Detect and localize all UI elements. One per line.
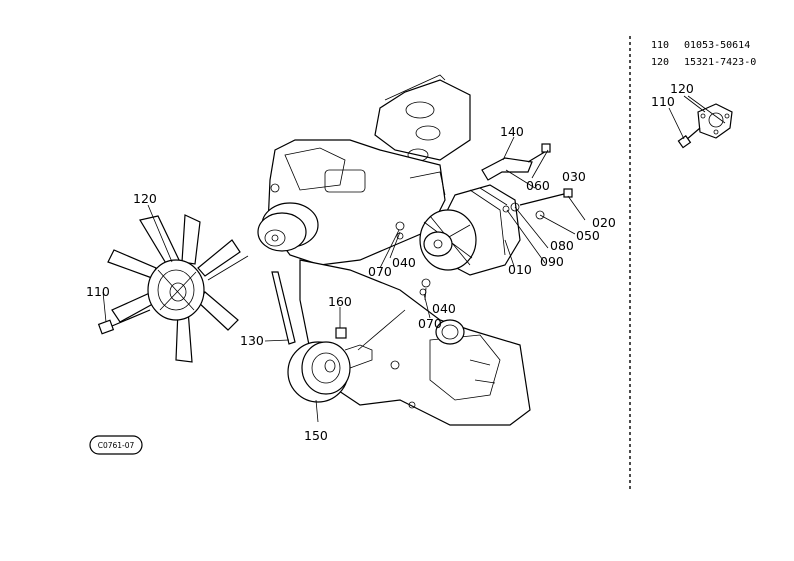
label-030: 030 [562, 169, 586, 184]
label-060: 060 [526, 178, 550, 193]
label-040-upper: 040 [392, 255, 416, 270]
label-120: 120 [133, 191, 157, 206]
label-160: 160 [328, 294, 352, 309]
reference-panel: 110 01053-50614 120 15321-7423-0 120 110 [629, 36, 756, 490]
label-070-upper: 070 [368, 264, 392, 279]
ref-no-120: 120 [651, 57, 669, 68]
crank-pulley [287, 327, 373, 403]
label-070-lower: 070 [418, 316, 442, 331]
ref-part-120: 15321-7423-0 [684, 57, 756, 68]
engine-block [267, 74, 531, 426]
label-040-lower: 040 [432, 301, 456, 316]
inset-label-120: 120 [670, 81, 694, 96]
label-140: 140 [500, 124, 524, 139]
figure-code-stamp: C0761-07 [89, 435, 143, 455]
label-050: 050 [576, 228, 600, 243]
key-160 [335, 327, 347, 339]
label-080: 080 [550, 238, 574, 253]
water-pump-pulley [257, 202, 319, 252]
fan-belt [271, 271, 296, 345]
label-130: 130 [240, 333, 264, 348]
label-110: 110 [86, 284, 110, 299]
alternator [395, 143, 573, 296]
inset-label-110: 110 [651, 94, 675, 109]
cooling-fan [97, 214, 249, 363]
leader-lines [102, 136, 586, 423]
label-020: 020 [592, 215, 616, 230]
callout-labels: 120 110 130 150 160 140 060 030 020 050 … [86, 124, 616, 443]
ref-part-110: 01053-50614 [684, 40, 750, 51]
label-090: 090 [540, 254, 564, 269]
label-150: 150 [304, 428, 328, 443]
figure-code: C0761-07 [98, 441, 135, 450]
ref-no-110: 110 [651, 40, 669, 51]
inset-fan-hub: 120 110 [651, 81, 733, 149]
label-010: 010 [508, 262, 532, 277]
